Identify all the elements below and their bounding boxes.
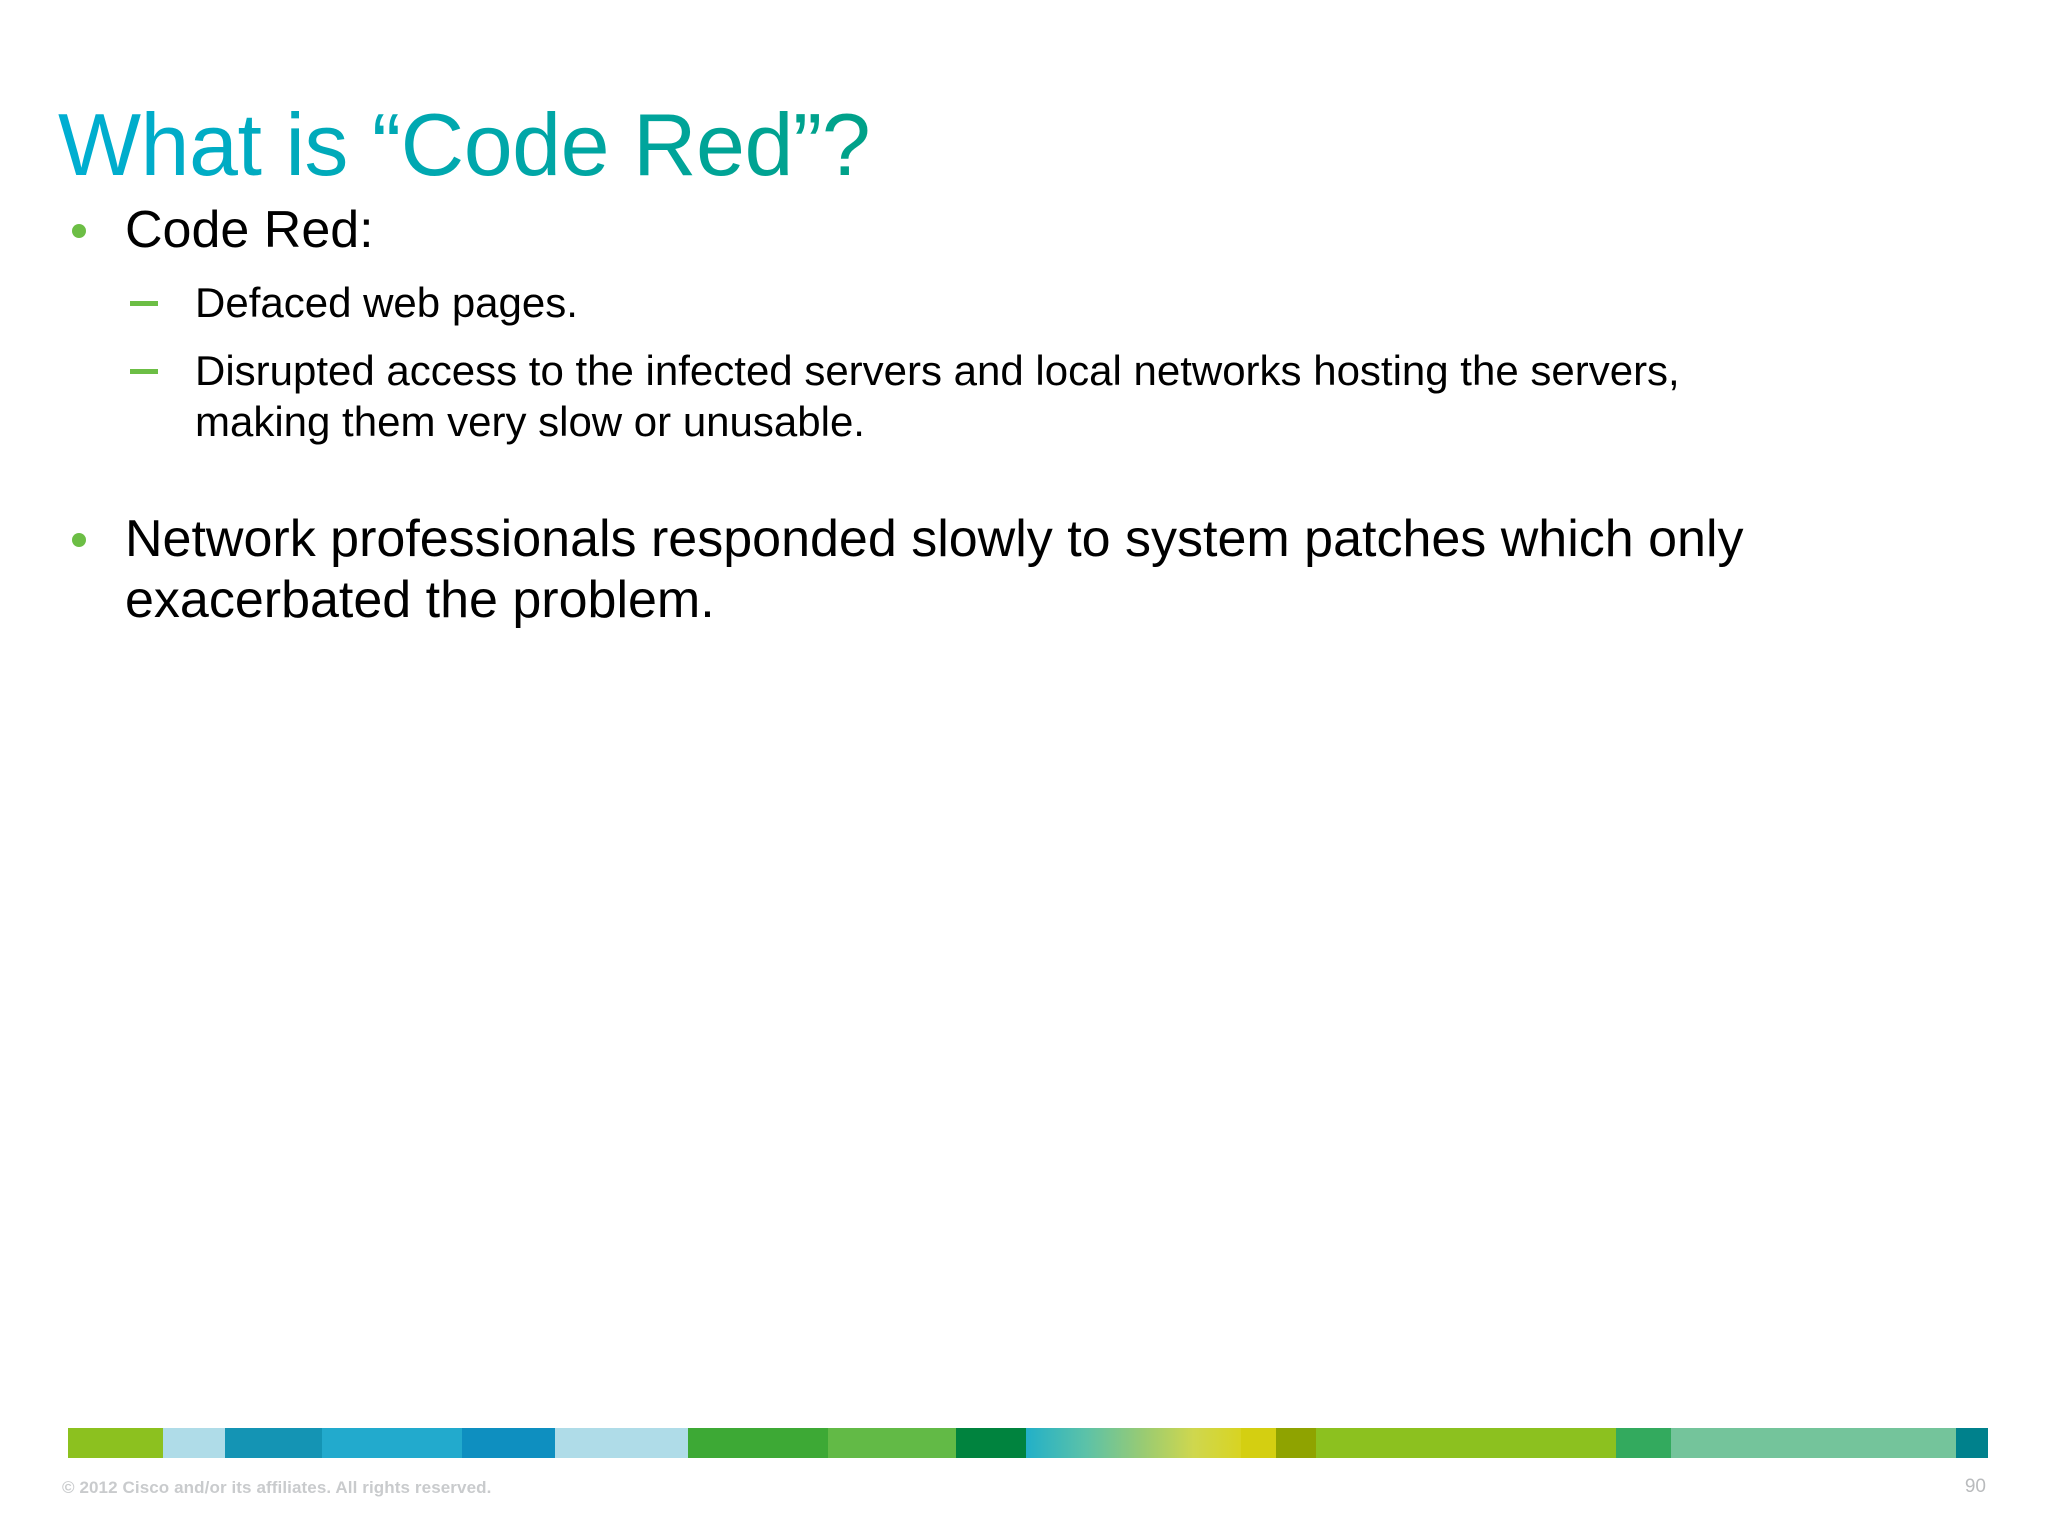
sub-bullet-item-defaced-web-pages: Defaced web pages. — [0, 277, 2048, 328]
sub-bullet-text: Defaced web pages. — [195, 279, 578, 327]
bullet-item-code-red: Code Red: — [0, 200, 2048, 261]
page-number: 90 — [1964, 1476, 1986, 1497]
color-bar-segment — [1276, 1428, 1316, 1458]
page-title: What is “Code Red”? — [58, 94, 871, 194]
sub-bullet-text: Disrupted access to the infected servers… — [195, 346, 1680, 445]
color-bar-segment — [1026, 1428, 1241, 1458]
footer-color-bar — [68, 1428, 1988, 1458]
color-bar-segment — [1315, 1428, 1616, 1458]
dash-icon — [130, 368, 158, 374]
color-bar-segment — [1670, 1428, 1956, 1458]
bullet-text: Network professionals responded slowly t… — [125, 510, 1744, 630]
sub-bullet-item-disrupted-access: Disrupted access to the infected servers… — [0, 345, 2048, 447]
dash-icon — [130, 301, 158, 307]
color-bar-segment — [1241, 1428, 1276, 1458]
color-bar-segment — [1955, 1428, 1988, 1458]
bullet-dot-icon — [72, 224, 86, 238]
copyright-notice: © 2012 Cisco and/or its affiliates. All … — [62, 1478, 492, 1497]
bullet-dot-icon — [72, 533, 86, 548]
color-bar-segment — [828, 1428, 956, 1458]
slide-body: Code Red: Defaced web pages. Disrupted a… — [0, 200, 2048, 642]
color-bar-segment — [163, 1428, 225, 1458]
color-bar-segment — [956, 1428, 1026, 1458]
bullet-text: Code Red: — [125, 201, 374, 259]
color-bar-segment — [1615, 1428, 1671, 1458]
color-bar-segment — [68, 1428, 163, 1458]
color-bar-segment — [322, 1428, 462, 1458]
color-bar-segment — [225, 1428, 322, 1458]
color-bar-segment — [462, 1428, 555, 1458]
bullet-item-network-professionals: Network professionals responded slowly t… — [0, 509, 2048, 632]
color-bar-segment — [555, 1428, 688, 1458]
color-bar-segment — [688, 1428, 828, 1458]
body-spacer — [0, 447, 2048, 509]
